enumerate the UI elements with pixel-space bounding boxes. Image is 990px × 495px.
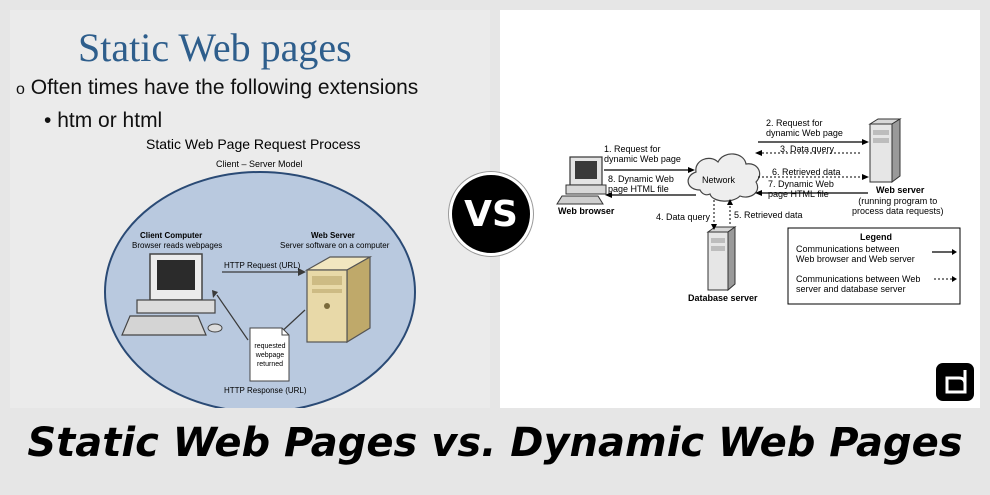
client-title: Client Computer (140, 231, 203, 240)
logo-glyph (945, 370, 967, 394)
document-label: requested webpage returned (254, 342, 286, 369)
document-label-line: webpage (255, 352, 285, 359)
client-server-ellipse (104, 171, 416, 408)
legend-title: Legend (860, 232, 893, 242)
http-request-label: HTTP Request (URL) (224, 261, 301, 270)
legend-item-server-database: Communications between Web server and da… (796, 274, 920, 294)
database-server-icon (706, 226, 737, 292)
label-line: server and database server (796, 284, 906, 294)
client-server-diagram (104, 171, 416, 408)
dynamic-request-diagram (556, 118, 961, 305)
bullet-marker: • (44, 109, 52, 132)
step8-label: 8. Dynamic Web page HTML file (608, 174, 674, 194)
vs-badge: VS (449, 172, 533, 256)
static-web-pages-slide: Static Web pages o Often times have the … (10, 10, 490, 408)
http-response-label: HTTP Response (URL) (224, 386, 307, 395)
label-line: Web browser and Web server (796, 254, 915, 264)
web-browser-label: Web browser (558, 206, 615, 216)
document-icon (249, 327, 290, 382)
dynamic-web-pages-diagram: 1. Request for dynamic Web page 8. Dynam… (500, 10, 980, 408)
step2-label: 2. Request for dynamic Web page (766, 118, 843, 138)
label-line: process data requests) (852, 206, 944, 216)
client-desc: Browser reads webpages (132, 241, 223, 250)
document-label-line: requested (254, 343, 286, 350)
bullet-extensions: o Often times have the following extensi… (16, 76, 418, 100)
footer-title: Static Web Pages vs. Dynamic Web Pages (27, 420, 963, 466)
label-line: dynamic Web page (604, 154, 681, 164)
label-line: page HTML file (768, 189, 829, 199)
label-line: (running program to (858, 196, 938, 206)
label-line: Communications between (796, 244, 900, 254)
computer-icon (121, 253, 223, 336)
step1-label: 1. Request for dynamic Web page (604, 144, 681, 164)
network-label: Network (702, 175, 736, 185)
web-server-note: (running program to process data request… (852, 196, 944, 216)
label-line: dynamic Web page (766, 128, 843, 138)
slide-title: Static Web pages (78, 25, 352, 70)
label-line: 8. Dynamic Web (608, 174, 674, 184)
label-line: 7. Dynamic Web (768, 179, 834, 189)
legend-item-browser-server: Communications between Web browser and W… (796, 244, 915, 264)
label-line: page HTML file (608, 184, 669, 194)
step3-label: 3. Data query (780, 144, 835, 154)
server-desc: Server software on a computer (280, 241, 390, 250)
server-title: Web Server (311, 231, 355, 240)
diagram-subtitle: Client – Server Model (216, 159, 303, 169)
label-line: 2. Request for (766, 118, 823, 128)
step4-label: 4. Data query (656, 212, 711, 222)
web-server-label: Web server (876, 185, 925, 195)
server-icon (868, 118, 902, 183)
document-label-line: returned (256, 361, 284, 368)
step5-label: 5. Retrieved data (734, 210, 803, 220)
logo-icon (936, 363, 974, 401)
server-icon (304, 255, 373, 344)
computer-icon (556, 156, 607, 205)
label-line: Communications between Web (796, 274, 921, 284)
bullet-marker: o (16, 81, 25, 98)
bullet-htm-html: • htm or html (44, 109, 162, 133)
label-line: 1. Request for (604, 144, 661, 154)
bullet-text: Often times have the following extension… (30, 76, 419, 99)
bullet-text: htm or html (57, 109, 163, 132)
http-response-arrow-to-client (216, 294, 249, 341)
cloud-icon (687, 153, 761, 202)
step7-label: 7. Dynamic Web page HTML file (768, 179, 834, 199)
legend-box (787, 227, 961, 305)
diagram-title: Static Web Page Request Process (146, 136, 361, 152)
step6-label: 6. Retrieved data (772, 167, 841, 177)
database-server-label: Database server (688, 293, 758, 303)
